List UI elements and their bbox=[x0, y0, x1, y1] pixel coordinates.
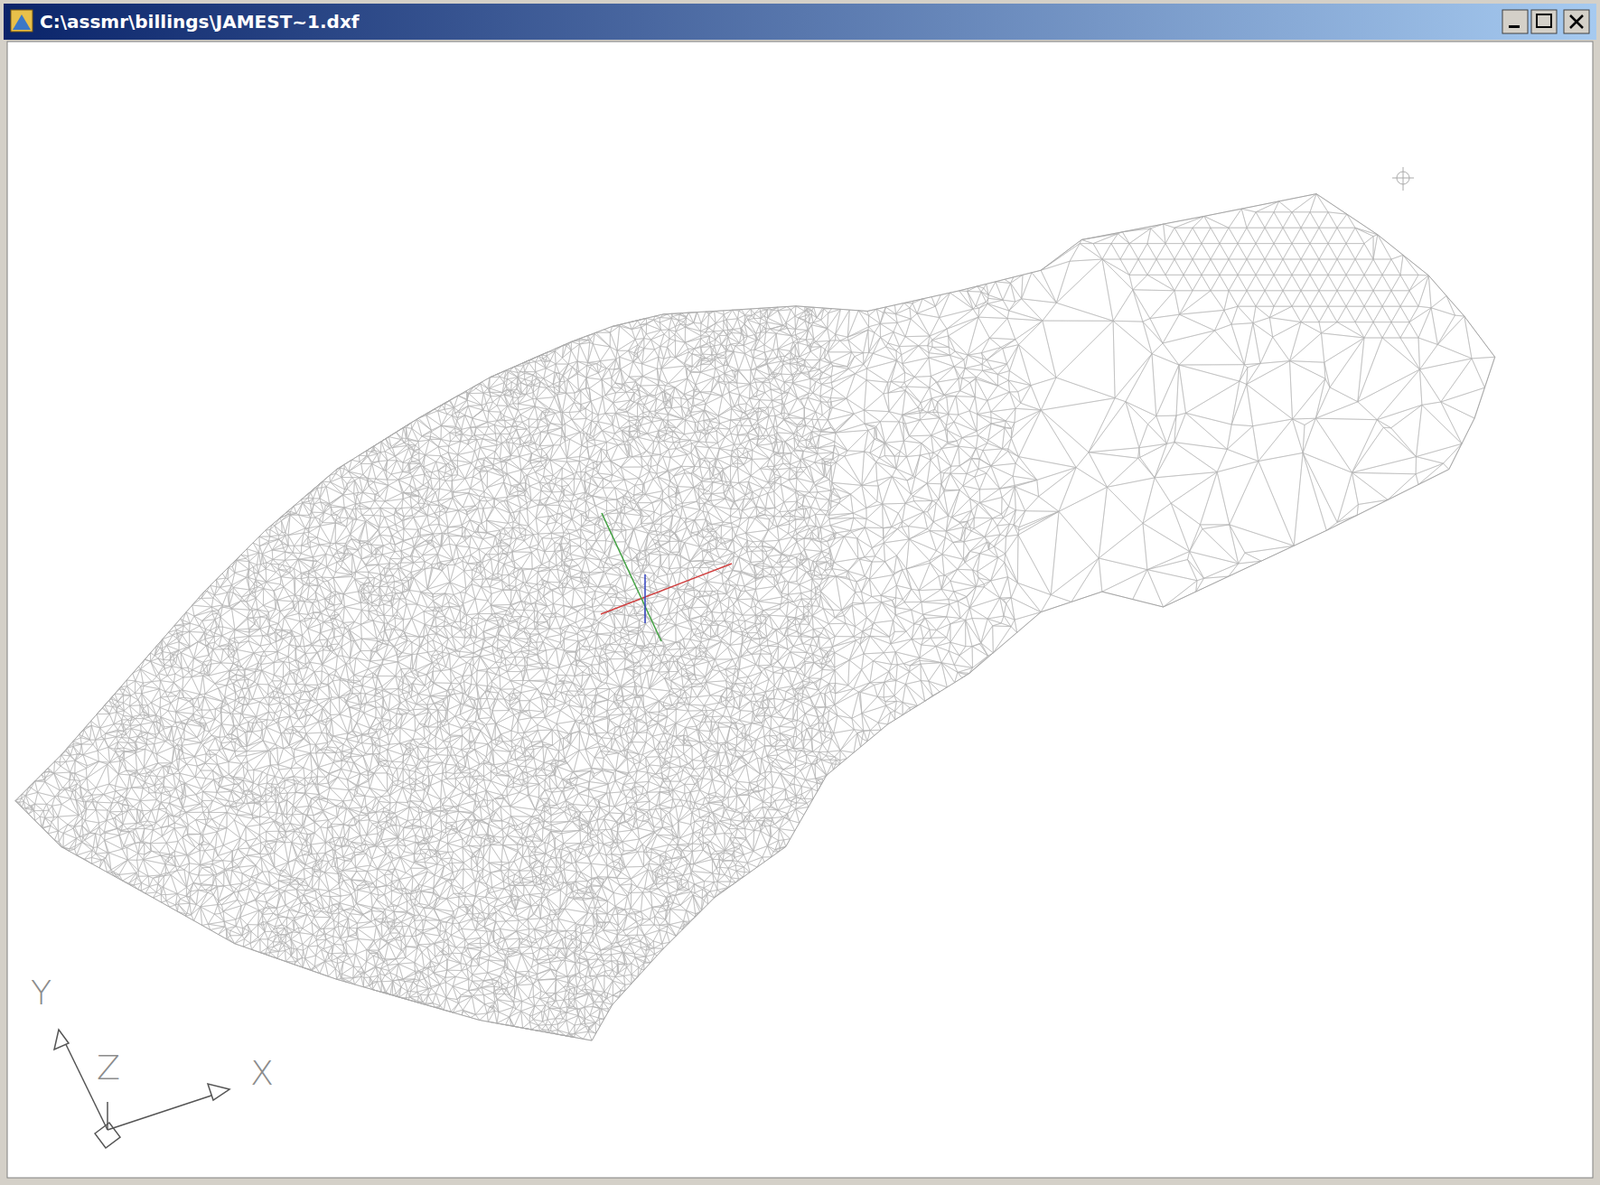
mesh-triangles bbox=[15, 194, 1496, 1042]
drawing-area bbox=[7, 41, 1593, 1179]
mesh-outline bbox=[15, 194, 1496, 1041]
axis-label: Z bbox=[96, 1050, 121, 1086]
title-bar bbox=[3, 3, 1597, 40]
ucs-origin-marker bbox=[600, 513, 732, 642]
terrain-mesh bbox=[15, 194, 1496, 1042]
grid-marker bbox=[1392, 167, 1414, 191]
axis-label: Y bbox=[30, 975, 52, 1011]
window-buttons bbox=[1502, 9, 1590, 34]
ucs-icon bbox=[54, 1029, 230, 1149]
app-icon bbox=[10, 9, 33, 32]
window-title: C:\assmr\billings\JAMEST~1.dxf bbox=[39, 12, 360, 31]
axis-label: X bbox=[250, 1056, 274, 1091]
